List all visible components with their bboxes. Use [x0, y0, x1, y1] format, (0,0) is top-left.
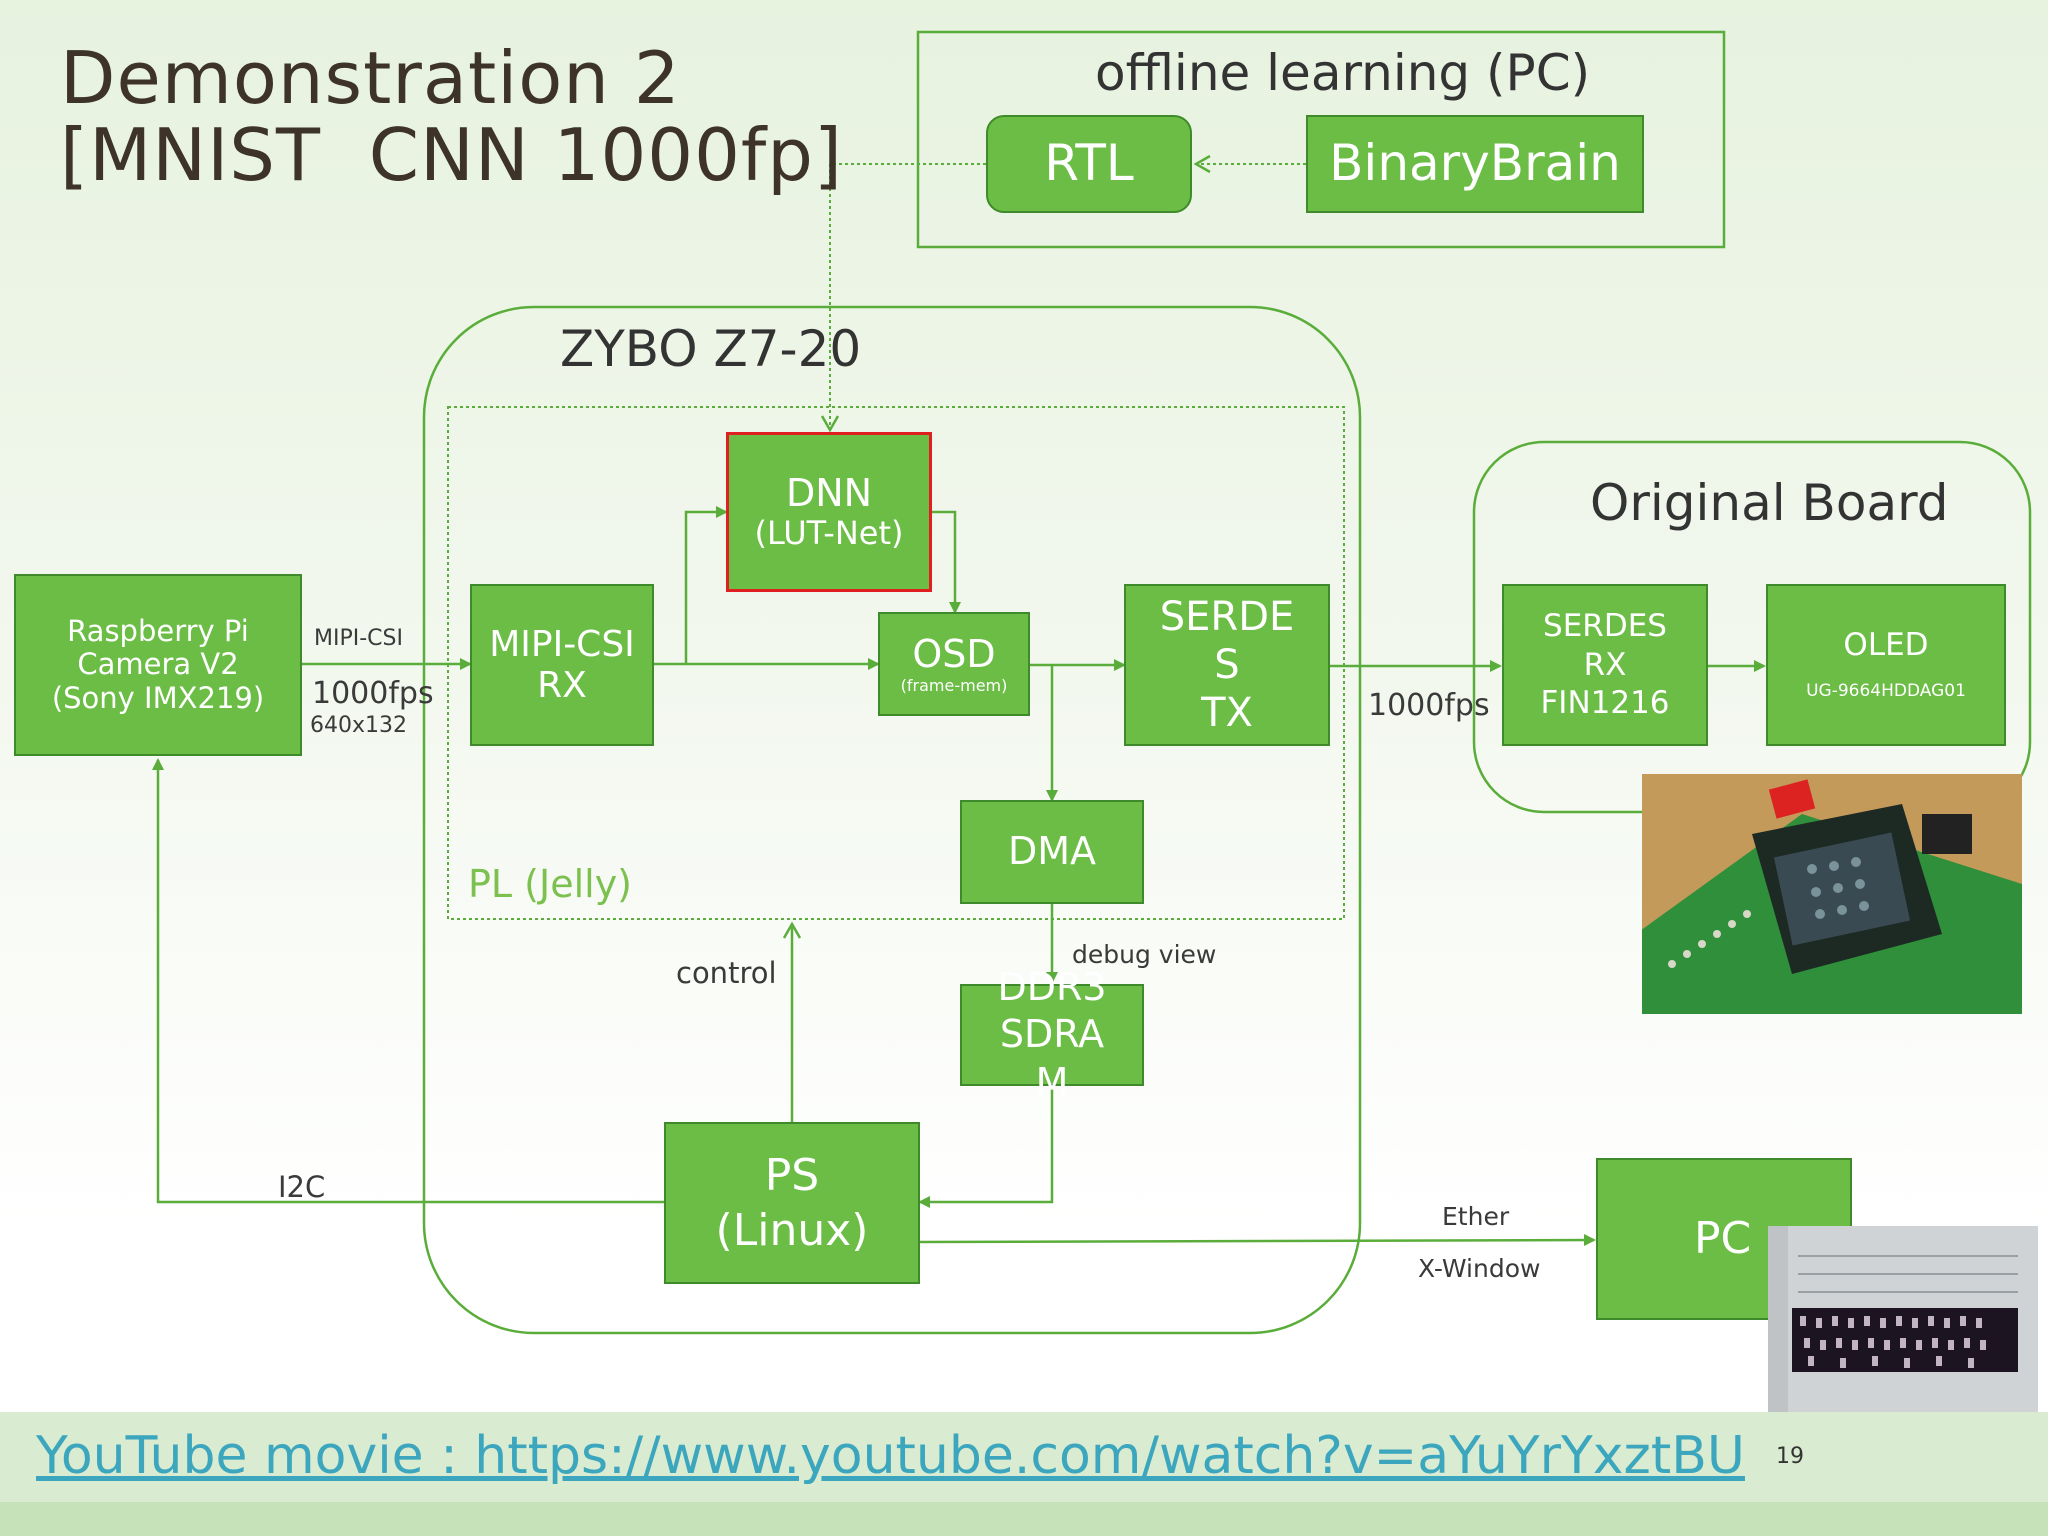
slide-title: Demonstration 2 [MNIST CNN 1000fp]: [60, 36, 844, 198]
offline-learning-label: offline learning (PC): [1095, 44, 1591, 102]
pl-frame: [447, 406, 1345, 920]
oled-board-photo: [1642, 774, 2022, 1014]
serdes-rx-block: SERDES RX FIN1216: [1502, 584, 1708, 746]
dnn-line2: (LUT-Net): [754, 514, 904, 553]
slide-title-line2: [MNIST CNN 1000fp]: [60, 113, 844, 198]
i2c-label: I2C: [278, 1170, 326, 1204]
osd-line1: OSD: [912, 631, 996, 676]
zybo-frame: [422, 305, 1362, 1335]
serdes-rx-line1: SERDES: [1543, 607, 1667, 644]
binarybrain-label: BinaryBrain: [1329, 134, 1621, 193]
ether-label: Ether: [1442, 1202, 1510, 1231]
osd-line2: (frame-mem): [900, 675, 1008, 695]
dma-block: DMA: [960, 800, 1144, 904]
camera-line3: (Sony IMX219): [51, 680, 265, 715]
camera-resolution-label: 640x132: [310, 713, 408, 738]
zybo-label: ZYBO Z7-20: [560, 320, 862, 378]
pc-label: PC: [1694, 1212, 1752, 1264]
camera-fps-label: 1000fps: [312, 676, 434, 711]
oled-part-label: UG-9664HDDAG01: [1806, 681, 1966, 702]
ps-block: PS (Linux): [664, 1122, 920, 1284]
serdes-tx-line1: SERDE: [1159, 594, 1295, 640]
rtl-label: RTL: [1044, 134, 1134, 193]
output-fps-label: 1000fps: [1368, 688, 1490, 723]
serdes-tx-line3: TX: [1201, 690, 1253, 736]
original-board-label: Original Board: [1590, 474, 1949, 532]
offline-learning-frame: [916, 30, 1726, 249]
dma-label: DMA: [1007, 829, 1097, 874]
footer-strip: [0, 1502, 2048, 1536]
camera-line2: Camera V2: [77, 647, 239, 682]
dnn-block: DNN (LUT-Net): [726, 432, 932, 592]
ddr3-line1: DDR3: [997, 964, 1107, 1009]
serdes-rx-line2: RX: [1583, 646, 1627, 683]
mipi-rx-line2: RX: [537, 665, 587, 706]
dnn-line1: DNN: [785, 470, 873, 515]
debug-view-label: debug view: [1072, 940, 1217, 969]
serdes-tx-block: SERDE S TX: [1124, 584, 1330, 746]
ddr3-sdram-block: DDR3 SDRA M: [960, 965, 1144, 1104]
youtube-link[interactable]: YouTube movie : https://www.youtube.com/…: [36, 1426, 1745, 1486]
serdes-tx-line2: S: [1214, 642, 1240, 688]
mipi-csi-edge-label: MIPI-CSI: [314, 626, 403, 651]
osd-block: OSD (frame-mem): [878, 612, 1030, 716]
camera-line1: Raspberry Pi: [67, 613, 249, 648]
ps-line1: PS: [764, 1150, 820, 1201]
serdes-rx-line3: FIN1216: [1540, 685, 1670, 722]
oled-label: OLED: [1843, 627, 1929, 664]
page-number: 19: [1776, 1444, 1804, 1469]
control-label: control: [676, 956, 777, 990]
rtl-block: RTL: [986, 115, 1192, 213]
pl-label: PL (Jelly): [468, 862, 633, 906]
xwindow-label: X-Window: [1418, 1254, 1541, 1283]
mipi-rx-line1: MIPI-CSI: [489, 623, 635, 665]
ddr3-line3: M: [1035, 1059, 1069, 1104]
pc-screen-photo: [1768, 1226, 2038, 1412]
binarybrain-block: BinaryBrain: [1306, 115, 1644, 213]
ps-line2: (Linux): [715, 1205, 869, 1256]
oled-block: OLED UG-9664HDDAG01: [1766, 584, 2006, 746]
ddr3-line2: SDRA: [999, 1012, 1105, 1057]
slide-title-line1: Demonstration 2: [60, 36, 681, 120]
mipi-csi-rx-block: MIPI-CSI RX: [470, 584, 654, 746]
camera-block: Raspberry Pi Camera V2 (Sony IMX219): [14, 574, 302, 756]
